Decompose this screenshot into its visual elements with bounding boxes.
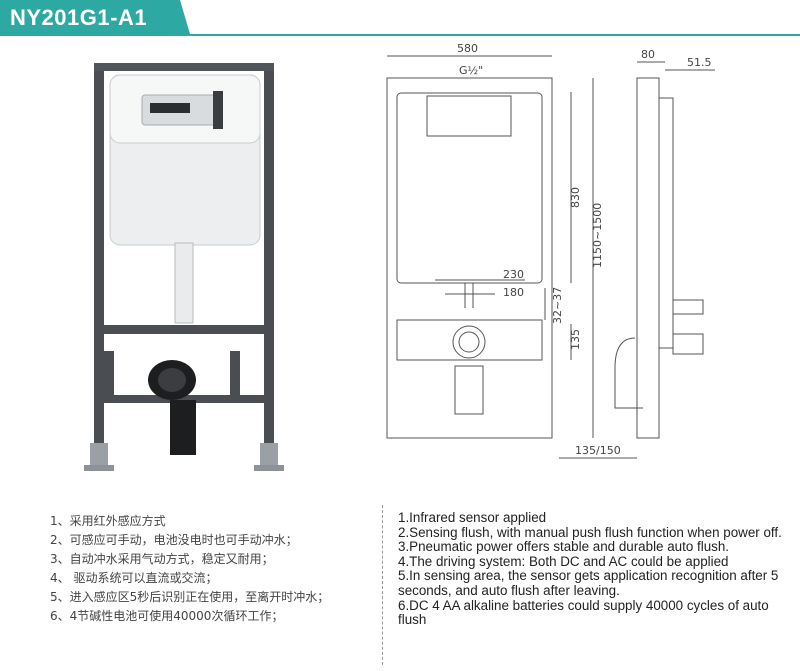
dim-230: 230 <box>503 268 524 281</box>
dim-1150-1500: 1150~1500 <box>591 203 604 268</box>
dim-51-5: 51.5 <box>687 56 712 69</box>
frame-mid-bar <box>94 325 274 334</box>
feature-cn-item: 1、采用红外感应方式 <box>50 514 166 528</box>
feature-en-item: 2.Sensing flush, with manual push flush … <box>398 524 782 540</box>
flush-pipe <box>174 242 194 324</box>
feature-cn-item: 6、4节碱性电池可使用40000次循环工作； <box>50 609 284 623</box>
dim-135-150: 135/150 <box>575 444 621 457</box>
front-lower-box <box>396 319 543 361</box>
feature-cn-item: 2、可感应可手动，电池没电时也可手动冲水； <box>50 533 298 547</box>
frame-bottom-bar <box>94 395 274 403</box>
feature-en-item: 4.The driving system: Both DC and AC cou… <box>398 553 729 569</box>
foot-plate-left <box>84 465 114 471</box>
feature-en-item: 1.Infrared sensor applied <box>398 510 547 525</box>
front-drain-circle <box>452 325 486 359</box>
foot-plate-right <box>254 465 284 471</box>
front-cistern-outline <box>396 92 543 284</box>
dim-180: 180 <box>503 286 524 299</box>
side-outlet-pipe <box>672 333 704 355</box>
dim-80: 80 <box>641 48 655 61</box>
front-frame-outline <box>386 77 553 439</box>
frame-post-left <box>94 63 104 443</box>
side-drain-bend <box>614 337 643 409</box>
features-cn-list: 1、采用红外感应方式 2、可感应可手动，电池没电时也可手动冲水； 3、自动冲水采… <box>50 512 365 626</box>
title-divider <box>0 34 800 36</box>
features-en-list: 1.Infrared sensor applied 2.Sensing flus… <box>398 510 783 628</box>
foot-right <box>260 443 278 465</box>
title-tab-shape <box>0 0 190 34</box>
frame-brace-left <box>104 351 114 401</box>
sensor-window <box>150 103 190 113</box>
button-strip <box>213 91 223 129</box>
side-cistern-outline <box>658 97 674 349</box>
side-frame-outline <box>636 77 660 439</box>
feature-cn-item: 3、自动冲水采用气动方式，稳定又耐用； <box>50 552 274 566</box>
frame-brace-right <box>230 351 240 401</box>
technical-drawing: 580 G½" 80 51.5 830 1150~1500 32~37 230 … <box>386 42 715 459</box>
drain-pipe <box>170 400 196 455</box>
dim-580: 580 <box>457 42 478 55</box>
foot-left <box>90 443 108 465</box>
feature-en-item: 6.DC 4 AA alkaline batteries could suppl… <box>398 597 769 628</box>
dim-830: 830 <box>569 187 582 208</box>
feature-cn-item: 5、进入感应区5秒后识别正在使用，至离开时冲水； <box>50 590 330 604</box>
title-tab: NY201G1-A1 <box>0 0 190 36</box>
front-drain-pipe <box>454 365 484 415</box>
frame-post-right <box>264 63 274 443</box>
feature-cn-item: 4、 驱动系统可以直流或交流； <box>50 571 218 585</box>
model-title: NY201G1-A1 <box>10 5 148 30</box>
column-divider <box>382 505 383 665</box>
feature-en-item: 5.In sensing area, the sensor gets appli… <box>398 568 779 598</box>
dim-thread: G½" <box>459 64 483 77</box>
frame-top-bar <box>94 63 274 71</box>
front-panel-outline <box>426 95 512 137</box>
front-drain-inner <box>458 331 480 353</box>
product-photo <box>84 63 284 471</box>
feature-en-item: 3.Pneumatic power offers stable and dura… <box>398 539 730 555</box>
side-inlet-pipe <box>672 299 704 315</box>
dim-135: 135 <box>569 329 582 350</box>
drain-inner <box>158 368 186 392</box>
dim-32-37: 32~37 <box>551 287 564 324</box>
